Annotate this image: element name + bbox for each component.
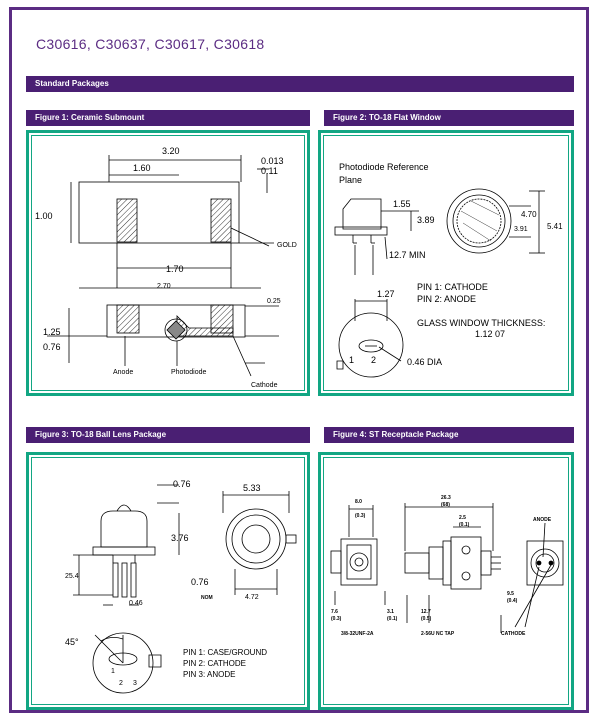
dim-0-76-top: 0.76 [173,479,191,489]
dim-0-76-nom: 0.76 [191,577,209,587]
dim-0-46: 0.46 [129,600,143,607]
dim-0-11: 0.11 [261,166,278,176]
ref-plane-line2: Plane [339,175,362,185]
dim-1-70: 1.70 [166,264,184,274]
dim-3-1: 12.7 [421,609,431,615]
dim-3-20: 3.20 [162,146,180,156]
dim-1-27: 1.27 [377,289,395,299]
dim-4-72: 4.72 [245,594,259,601]
dim-1-55: 1.55 [393,199,411,209]
pin-number-2: 2 [119,680,123,687]
label-photodiode: Photodiode [171,369,207,376]
ref-plane-line1: Photodiode Reference [339,162,429,172]
pin1-case-ground: PIN 1: CASE/GROUND [183,648,267,657]
dim-0-3-bottom: (0.1) [387,616,398,622]
page-title: C30616, C30637, C30617, C30618 [36,36,265,52]
label-tap: 2-56U NC TAP [421,631,455,637]
figure1-header: Figure 1: Ceramic Submount [26,110,310,126]
to18-flat-window-drawing: Photodiode Reference Plane 1.55 3.89 12.… [334,162,563,378]
st-receptacle-drawing: 8.0 (0.3) 7.6 (0.3) 3.1 (0.1) 26.3 (68) … [330,495,564,637]
figure3-panel: 0.76 5.33 3.76 25.4 0.46 0.76 NOM 4.72 4… [26,452,310,710]
label-gold: GOLD [277,242,297,249]
pin-number-3: 3 [133,680,137,687]
dim-45-deg: 45° [65,637,79,647]
label-anode: Anode [113,369,133,376]
dim-26-3: 26.3 [441,495,451,501]
label-anode: ANODE [533,517,552,523]
glass-thickness-value: 1.12 07 [475,329,505,339]
dim-8-0: 8.0 [355,499,362,505]
dim-0-3-top: (0.3) [355,513,366,519]
figure3-header: Figure 3: TO-18 Ball Lens Package [26,427,310,443]
pin-number-1: 1 [111,668,115,675]
dim-2-70: 2.70 [157,283,171,290]
label-cathode: Cathode [251,382,278,389]
dim-0-25: 0.25 [267,298,281,305]
ceramic-submount-drawing: 3.20 1.60 0.013 0.11 1.00 GOLD 1.70 2.70… [35,146,297,389]
dim-5-33: 5.33 [243,483,261,493]
dim-1-60: 1.60 [133,163,151,173]
dim-0-1-top: (0.1) [459,522,470,528]
dim-1-25: 1.25 [43,327,61,337]
dim-4-70: 4.70 [521,210,537,219]
glass-thickness-label: GLASS WINDOW THICKNESS: [417,318,545,328]
pin1-cathode: PIN 1: CATHODE [417,282,488,292]
figure2-header: Figure 2: TO-18 Flat Window [324,110,574,126]
pin2-cathode: PIN 2: CATHODE [183,659,246,668]
pin3-anode: PIN 3: ANODE [183,670,235,679]
dim-7-6: 3.1 [387,609,394,615]
dim-0-76: 0.76 [43,342,61,352]
dim-0-4: (0.4) [507,598,518,604]
figure1-panel: 3.20 1.60 0.013 0.11 1.00 GOLD 1.70 2.70… [26,130,310,396]
label-thread: 3/8-32UNF-2A [341,631,374,637]
dim-12-7-min: 12.7 MIN [389,250,426,260]
figure4-header: Figure 4: ST Receptacle Package [324,427,574,443]
dim-9-5: 9.5 [507,591,514,597]
dim-3-76: 3.76 [171,533,189,543]
dim-25-4: 25.4 [65,573,79,580]
to18-ball-lens-drawing: 0.76 5.33 3.76 25.4 0.46 0.76 NOM 4.72 4… [65,479,297,694]
page-frame [9,7,589,713]
figure2-panel: Photodiode Reference Plane 1.55 3.89 12.… [318,130,574,396]
dim-2-5: 2.5 [459,515,466,521]
pin-number-1: 1 [349,355,354,365]
dim-3-89: 3.89 [417,215,435,225]
dim-12-7: 7.6 [331,609,338,615]
pin-number-2: 2 [371,355,376,365]
dim-1-00: 1.00 [35,211,53,221]
pin2-anode: PIN 2: ANODE [417,294,476,304]
dim-3-91: 3.91 [514,226,528,233]
section-bar: Standard Packages [26,76,574,92]
dim-0-5: (0.3) [331,616,342,622]
figure4-panel: 8.0 (0.3) 7.6 (0.3) 3.1 (0.1) 26.3 (68) … [318,452,574,710]
dim-68: (68) [441,502,450,508]
label-nom: NOM [201,595,213,601]
dim-0-46-dia: 0.46 DIA [407,357,442,367]
label-cathode: CATHODE [501,631,526,637]
dim-0-1-bottom: (0.5) [421,616,432,622]
dim-5-41: 5.41 [547,222,563,231]
dim-0-013: 0.013 [261,156,284,166]
